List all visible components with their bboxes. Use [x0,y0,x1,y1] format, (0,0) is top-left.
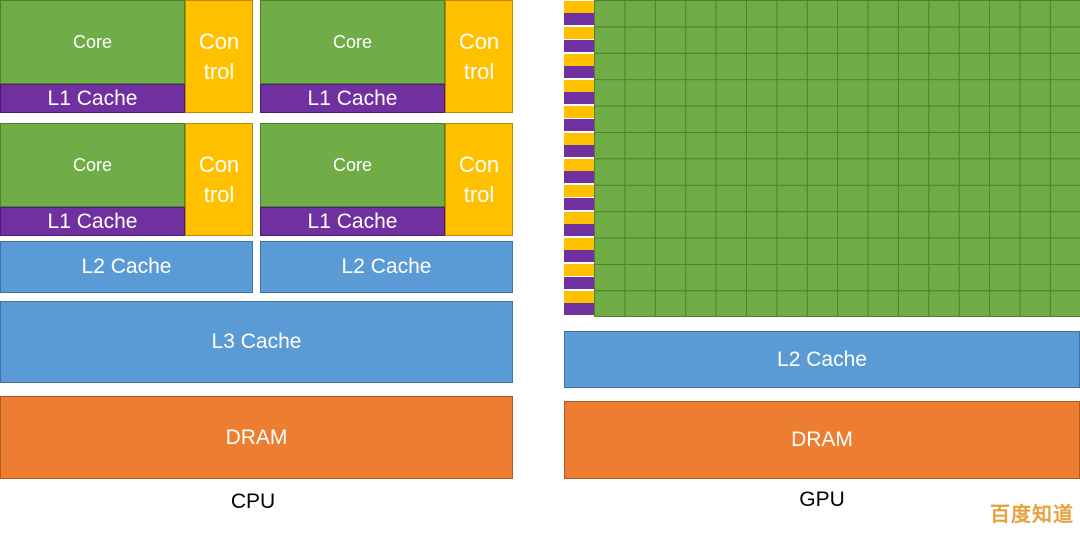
gpu-control-cell [564,53,594,66]
gpu-dram: DRAM [564,401,1080,479]
gpu-l1-cache-cell [564,13,594,26]
gpu-control-cell [564,264,594,277]
cpu-l1-cache-4: L1 Cache [260,207,445,236]
cpu-caption: CPU [230,490,276,513]
gpu-core-grid [594,0,1080,317]
gpu-l1-cache-cell [564,144,594,157]
gpu-control-cell [564,106,594,119]
gpu-control-cache-strip [564,0,594,317]
cpu-l1-cache-3: L1 Cache [0,207,185,236]
gpu-l1-cache-cell [564,250,594,263]
gpu-l2-cache: L2 Cache [564,331,1080,388]
gpu-control-cell [564,132,594,145]
gpu-control-cell [564,80,594,93]
gpu-l1-cache-cell [564,276,594,289]
cpu-core-4: Core [260,123,445,207]
gpu-control-cell [564,27,594,40]
gpu-control-cell [564,290,594,303]
cpu-core-3: Core [0,123,185,207]
gpu-control-cell [564,211,594,224]
cpu-core-1: Core [0,0,185,84]
cpu-l2-cache-1: L2 Cache [0,241,253,293]
watermark-logo: 百度知道 [990,504,1074,526]
cpu-l3-cache: L3 Cache [0,301,513,383]
gpu-l1-cache-cell [564,118,594,131]
gpu-l1-cache-cell [564,171,594,184]
cpu-dram: DRAM [0,396,513,479]
cpu-core-2: Core [260,0,445,84]
gpu-control-cell [564,1,594,14]
cpu-l1-cache-1: L1 Cache [0,84,185,113]
cpu-l1-cache-2: L1 Cache [260,84,445,113]
gpu-l1-cache-cell [564,92,594,105]
gpu-l1-cache-cell [564,39,594,52]
gpu-caption: GPU [799,488,845,511]
gpu-l1-cache-cell [564,65,594,78]
gpu-l1-cache-cell [564,197,594,210]
gpu-control-cell [564,238,594,251]
gpu-l1-cache-cell [564,223,594,236]
cpu-l2-cache-2: L2 Cache [260,241,513,293]
gpu-control-cell [564,185,594,198]
gpu-control-cell [564,159,594,172]
gpu-l1-cache-cell [564,302,594,315]
